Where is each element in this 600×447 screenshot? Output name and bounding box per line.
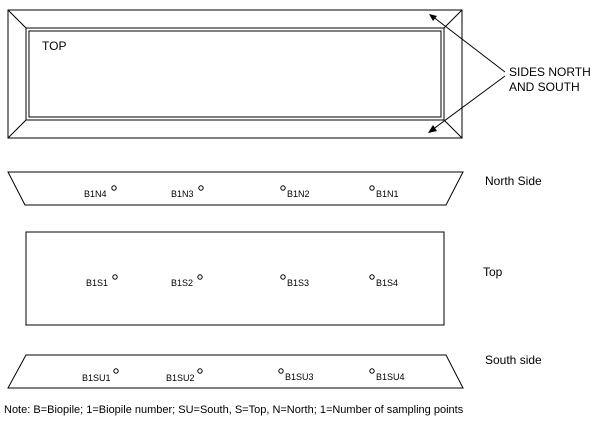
sides-annotation: SIDES NORTH AND SOUTH [428, 14, 591, 133]
north-point-4: B1N1 [369, 185, 399, 199]
top-point-label: B1S2 [171, 278, 193, 288]
top-section-label: Top [483, 265, 503, 279]
south-point-label: B1SU2 [166, 373, 195, 383]
top-view-outer-rect [7, 9, 463, 139]
south-side-section: South side B1SU1 B1SU2 B1SU3 B1SU4 [7, 353, 542, 389]
south-point-1: B1SU1 [82, 368, 119, 383]
top-view-label: TOP [42, 39, 66, 53]
south-side-label: South side [485, 353, 542, 367]
sampling-point-marker [369, 185, 375, 191]
top-point-4: B1S4 [369, 274, 398, 288]
north-point-label: B1N4 [84, 189, 107, 199]
top-point-label: B1S1 [86, 278, 108, 288]
annotation-line-1: SIDES NORTH [509, 65, 591, 79]
corner-line-tr [443, 9, 463, 29]
footnote: Note: B=Biopile; 1=Biopile number; SU=So… [4, 404, 464, 416]
corner-line-tl [7, 9, 27, 29]
sampling-point-marker [198, 185, 204, 191]
corner-line-bl [7, 119, 27, 139]
top-point-1: B1S1 [86, 274, 118, 288]
sampling-point-marker [197, 368, 203, 374]
arrowhead-lower [428, 125, 437, 133]
sampling-point-marker [280, 185, 286, 191]
south-point-label: B1SU3 [285, 372, 314, 382]
south-point-3: B1SU3 [278, 368, 314, 382]
top-point-3: B1S3 [280, 274, 309, 288]
sampling-point-marker [112, 274, 118, 280]
north-side-label: North Side [485, 174, 542, 188]
south-point-label: B1SU1 [82, 373, 111, 383]
north-point-3: B1N2 [280, 185, 310, 199]
arrowhead-upper [429, 14, 437, 21]
south-side-shape [7, 354, 464, 389]
top-point-label: B1S3 [287, 278, 309, 288]
north-point-2: B1N3 [171, 185, 204, 199]
sampling-point-marker [111, 185, 117, 191]
top-section: Top B1S1 B1S2 B1S3 B1S4 [25, 231, 503, 326]
top-view-inner-rect [25, 27, 445, 121]
south-point-label: B1SU4 [376, 372, 405, 382]
south-point-2: B1SU2 [166, 368, 203, 383]
sampling-point-marker [280, 274, 286, 280]
north-point-label: B1N3 [171, 189, 194, 199]
top-section-shape [25, 231, 445, 326]
sampling-point-marker [278, 368, 284, 374]
top-point-2: B1S2 [171, 274, 203, 288]
top-view-inner-rect-2 [28, 30, 442, 118]
top-point-label: B1S4 [376, 278, 398, 288]
sampling-point-marker [197, 274, 203, 280]
top-view: TOP [7, 9, 463, 139]
north-point-label: B1N2 [287, 189, 310, 199]
sampling-point-marker [369, 368, 375, 374]
north-point-label: B1N1 [376, 189, 399, 199]
sampling-point-marker [113, 368, 119, 374]
north-side-section: North Side B1N4 B1N3 B1N2 B1N1 [7, 171, 542, 206]
sampling-point-marker [369, 274, 375, 280]
corner-line-br [443, 119, 463, 139]
south-point-4: B1SU4 [369, 368, 405, 382]
annotation-line-2: AND SOUTH [509, 80, 580, 94]
arrow-line-lower [431, 75, 506, 131]
arrow-line-upper [431, 15, 506, 73]
north-point-1: B1N4 [84, 185, 117, 199]
north-side-shape [7, 171, 464, 206]
